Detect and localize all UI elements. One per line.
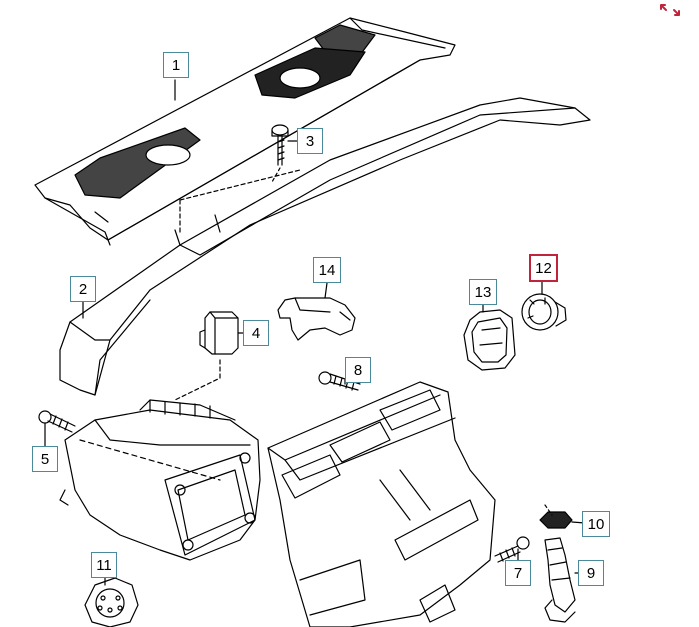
callout-12[interactable]: 12	[529, 254, 558, 282]
callout-7-label: 7	[513, 564, 523, 582]
callout-5[interactable]: 5	[32, 446, 58, 472]
part-14-bracket	[277, 297, 356, 341]
part-9-drain-hose	[544, 537, 576, 623]
callout-9-label: 9	[586, 564, 596, 582]
callout-2[interactable]: 2	[70, 276, 96, 302]
callout-11[interactable]: 11	[91, 552, 117, 578]
callout-1[interactable]: 1	[163, 52, 189, 78]
callout-8[interactable]: 8	[345, 357, 371, 383]
heater-housing	[59, 399, 261, 561]
part-13-seal	[463, 309, 516, 371]
callout-4-label: 4	[251, 324, 261, 342]
part-3-bolt	[271, 124, 289, 183]
callout-7[interactable]: 7	[505, 560, 531, 586]
part-7-screw	[494, 536, 530, 563]
callout-12-label: 12	[535, 259, 552, 277]
callout-11-label: 11	[96, 556, 112, 574]
callout-14-label: 14	[318, 261, 336, 279]
callout-13[interactable]: 13	[469, 279, 497, 305]
part-1-cowl-cover	[34, 17, 456, 246]
callout-13-label: 13	[474, 283, 492, 301]
callout-10-label: 10	[587, 515, 605, 533]
callout-14[interactable]: 14	[313, 257, 341, 283]
callout-5-label: 5	[40, 450, 50, 468]
callout-3[interactable]: 3	[297, 128, 323, 154]
part-12-grommet	[521, 293, 567, 331]
part-5-screw	[38, 410, 76, 433]
part-2-plenum-panel	[59, 97, 591, 396]
callout-9[interactable]: 9	[578, 560, 604, 586]
part-11-motor-cover	[84, 577, 139, 627]
callout-4[interactable]: 4	[243, 320, 269, 346]
callout-1-label: 1	[171, 56, 181, 74]
callout-10[interactable]: 10	[582, 511, 610, 537]
part-10-clamp	[539, 504, 573, 529]
part-4-clip	[199, 311, 239, 355]
expand-arrows-icon[interactable]	[659, 2, 681, 18]
callout-8-label: 8	[353, 361, 363, 379]
callout-2-label: 2	[78, 280, 88, 298]
distribution-housing	[267, 381, 496, 627]
callout-3-label: 3	[305, 132, 315, 150]
